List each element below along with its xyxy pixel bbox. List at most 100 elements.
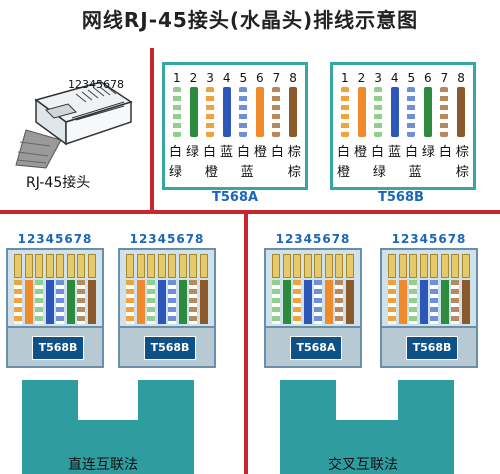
connector-wire-5	[314, 280, 323, 324]
wire-8	[288, 87, 297, 137]
cross-connector-right: 12345678 T568B	[380, 232, 478, 368]
connector-wire-6	[66, 280, 75, 324]
connector-standard-badge: T568B	[144, 336, 196, 360]
connector-wire-1	[14, 280, 22, 324]
connector-wire-8	[87, 280, 96, 324]
pin-number: 8	[457, 71, 465, 85]
wire-7	[440, 87, 449, 137]
pin-number: 7	[272, 71, 281, 85]
rj45-plug-icon	[15, 81, 133, 169]
contact-pin	[451, 254, 460, 278]
color-char: 橙	[337, 165, 351, 180]
connector-wire-7	[451, 280, 460, 324]
pin-number: 5	[239, 71, 248, 85]
color-char: 白	[438, 145, 452, 160]
contact-pin	[87, 254, 96, 278]
t568a-pin-numbers: 1 2 3 4 5 6 7 8	[173, 71, 297, 85]
rj45-plug-illustration	[6, 60, 141, 200]
connector-contacts	[388, 254, 470, 278]
connector-wire-1	[272, 280, 280, 324]
color-char: 蓝	[240, 165, 254, 180]
cross-caption: 交叉互联法	[328, 457, 398, 473]
connector-wire-4	[45, 280, 54, 324]
t568b-panel: 1 2 3 4 5 6 7 8 白 橙 白 蓝 白 绿 白 棕 橙 绿 蓝 棕	[330, 62, 476, 190]
wire-5	[407, 87, 416, 137]
contact-pin	[157, 254, 166, 278]
contact-pin	[430, 254, 439, 278]
contact-pin	[335, 254, 344, 278]
connector-wire-6	[178, 280, 187, 324]
t568b-pin-numbers: 1 2 3 4 5 6 7 8	[341, 71, 465, 85]
wire-6	[423, 87, 432, 137]
connector-standard-badge: T568A	[290, 336, 342, 360]
t568a-color-row-2: 绿 橙 蓝 棕	[169, 161, 301, 180]
connector-wire-8	[199, 280, 208, 324]
wire-7	[272, 87, 281, 137]
pin-number: 1	[341, 71, 349, 85]
color-char: 橙	[353, 145, 367, 160]
pin-number: 2	[357, 71, 366, 85]
color-char: 绿	[169, 165, 183, 180]
connector-wire-3	[409, 280, 418, 324]
connector-head	[264, 248, 362, 328]
connector-wires	[272, 280, 354, 324]
connector-boot: T568B	[118, 328, 216, 368]
wire-8	[456, 87, 465, 137]
contact-pin	[282, 254, 291, 278]
color-char: 橙	[204, 165, 218, 180]
connector-pin-numbers: 12345678	[391, 232, 467, 246]
connector-wire-3	[147, 280, 156, 324]
pin-number: 4	[222, 71, 231, 85]
color-char: 绿	[372, 165, 386, 180]
connector-wire-2	[24, 280, 33, 324]
straight-cable-joint	[22, 420, 194, 474]
connector-wires	[388, 280, 470, 324]
pin-number: 6	[424, 71, 432, 85]
color-char: 绿	[421, 145, 435, 160]
t568a-color-row-1: 白 绿 白 蓝 白 橙 白 棕	[169, 141, 301, 160]
connector-wire-5	[168, 280, 177, 324]
connector-wire-8	[345, 280, 354, 324]
contact-pin	[136, 254, 145, 278]
t568b-color-row-2: 橙 绿 蓝 棕	[337, 161, 469, 180]
connector-wire-7	[77, 280, 86, 324]
wire-2	[357, 87, 366, 137]
color-char: 橙	[253, 145, 267, 160]
color-char: 白	[169, 145, 183, 160]
t568b-label: T568B	[378, 190, 424, 205]
connector-pin-numbers: 12345678	[17, 232, 93, 246]
connector-wires	[126, 280, 208, 324]
connector-standard-badge: T568B	[32, 336, 84, 360]
contact-pin	[24, 254, 33, 278]
color-char: 蓝	[219, 145, 233, 160]
contact-pin	[56, 254, 65, 278]
color-char: 白	[202, 145, 216, 160]
color-char: 白	[337, 145, 351, 160]
contact-pin	[324, 254, 333, 278]
pin-number: 1	[173, 71, 181, 85]
color-char: 棕	[287, 165, 301, 180]
color-char: 蓝	[408, 165, 422, 180]
color-char: 棕	[287, 145, 301, 160]
pin-number: 5	[407, 71, 416, 85]
wire-1	[341, 87, 349, 137]
color-char: 白	[404, 145, 418, 160]
contact-pin	[388, 254, 396, 278]
connector-wire-4	[303, 280, 312, 324]
divider-horizontal	[0, 210, 500, 214]
t568a-wires	[173, 87, 297, 137]
contact-pin	[35, 254, 44, 278]
contact-pin	[178, 254, 187, 278]
connector-contacts	[14, 254, 96, 278]
contact-pin	[126, 254, 134, 278]
connector-standard-badge: T568B	[406, 336, 458, 360]
cross-cable-joint	[280, 420, 454, 474]
color-char: 白	[236, 145, 250, 160]
connector-wire-4	[419, 280, 428, 324]
straight-connector-right: 12345678 T568B	[118, 232, 216, 368]
color-char: 棕	[455, 145, 469, 160]
contact-pin	[461, 254, 470, 278]
contact-pin	[45, 254, 54, 278]
connector-boot: T568B	[6, 328, 104, 368]
page-title: 网线RJ-45接头(水晶头)排线示意图	[81, 8, 419, 32]
